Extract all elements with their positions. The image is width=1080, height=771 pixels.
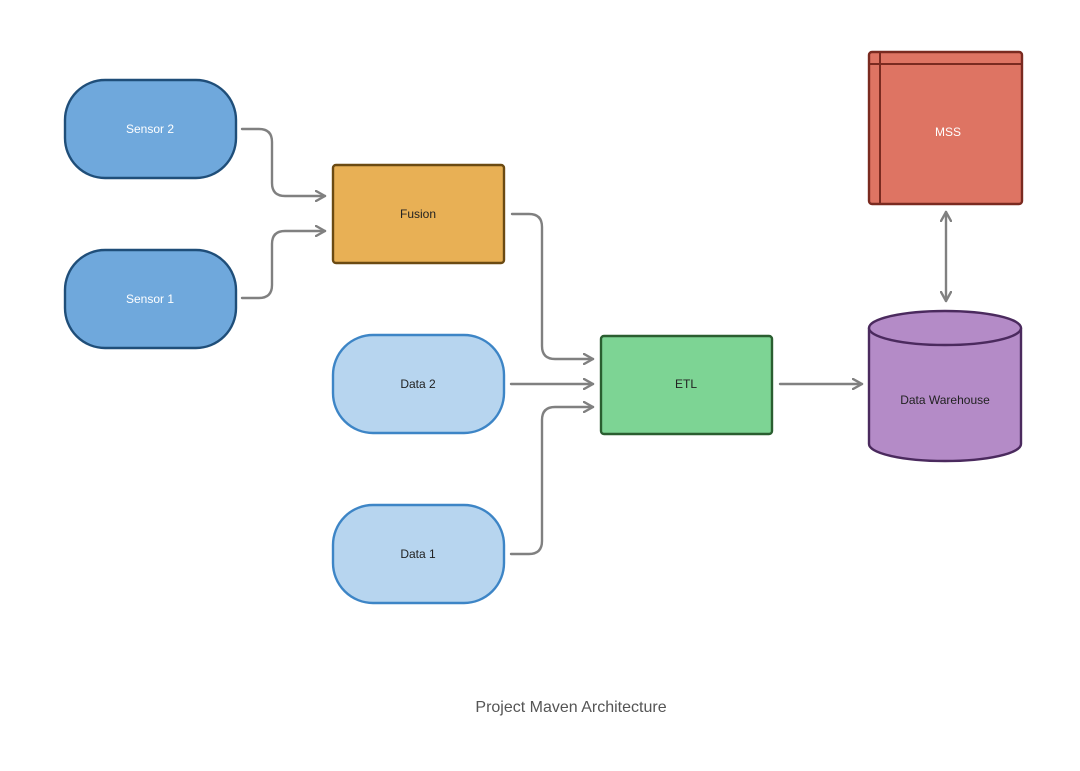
fusion-label: Fusion	[400, 207, 436, 221]
data-2-shape	[331, 333, 506, 435]
data-1-label: Data 1	[400, 547, 436, 561]
edge-sensor2-to-fusion	[240, 127, 327, 196]
sensor-2-shape	[63, 78, 238, 180]
sensor-1-shape	[63, 248, 238, 350]
node-sensor-2: Sensor 2	[63, 78, 238, 180]
data-warehouse-body	[867, 326, 1023, 463]
edge-fusion-to-etl	[510, 212, 595, 359]
node-data-1: Data 1	[331, 503, 506, 605]
node-etl: ETL	[599, 334, 774, 436]
node-sensor-1: Sensor 1	[63, 248, 238, 350]
data-warehouse-top	[867, 309, 1023, 347]
node-data-warehouse: Data Warehouse	[867, 309, 1023, 463]
node-fusion: Fusion	[331, 163, 506, 265]
edge-data1-to-etl	[509, 407, 595, 556]
data-2-label: Data 2	[400, 377, 436, 391]
data-warehouse-label: Data Warehouse	[900, 393, 990, 407]
data-1-shape	[331, 503, 506, 605]
sensor-2-label: Sensor 2	[126, 122, 174, 136]
node-data-2: Data 2	[331, 333, 506, 435]
etl-label: ETL	[675, 377, 697, 391]
edge-sensor1-to-fusion	[240, 231, 327, 300]
edges	[240, 127, 946, 556]
fusion-shape	[331, 163, 506, 265]
node-mss: MSS	[867, 50, 1024, 206]
diagram-caption: Project Maven Architecture	[475, 699, 666, 716]
mss-shape	[867, 50, 1024, 206]
etl-shape	[599, 334, 774, 436]
mss-label: MSS	[935, 125, 961, 139]
sensor-1-label: Sensor 1	[126, 292, 174, 306]
